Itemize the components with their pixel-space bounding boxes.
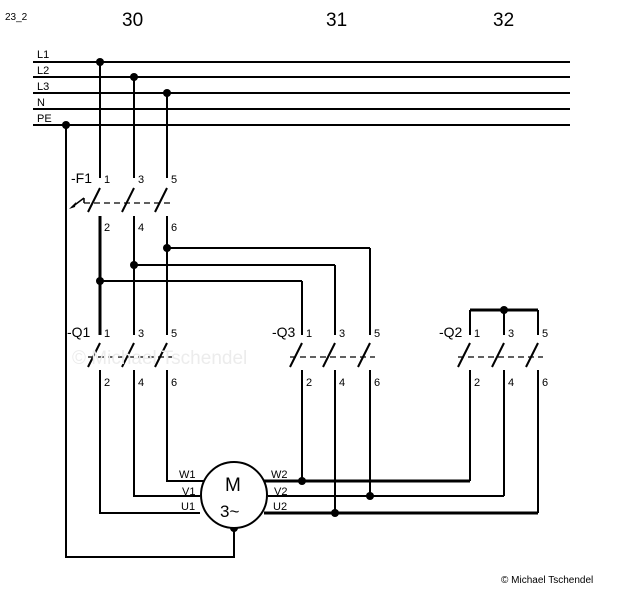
junction-dot: [96, 277, 104, 285]
terminal-label: 3: [138, 174, 144, 186]
terminal-label: 2: [104, 222, 110, 234]
motor-terminal-w2: W2: [271, 469, 288, 481]
device-q2: -Q2 1 3 5 2 4 6: [439, 306, 548, 389]
junction-dot: [298, 477, 306, 485]
terminal-label: 3: [508, 328, 514, 340]
junction-dot: [130, 261, 138, 269]
terminal-label: 4: [138, 222, 144, 234]
device-tag-f1: -F1: [71, 170, 92, 186]
terminal-label: 6: [171, 222, 177, 234]
device-q1: -Q1 1 3 5 2 4 6: [67, 324, 177, 389]
device-tag-q2: -Q2: [439, 324, 463, 340]
terminal-label: 5: [374, 328, 380, 340]
junction-dot: [96, 58, 104, 66]
terminal-label: 1: [104, 328, 110, 340]
terminal-label: 4: [138, 377, 144, 389]
terminal-label: 2: [474, 377, 480, 389]
terminal-label: 6: [374, 377, 380, 389]
rail-label-l2: L2: [37, 65, 49, 77]
column-number-30: 30: [122, 10, 143, 31]
copyright-notice: © Michael Tschendel: [501, 575, 593, 586]
supply-rails: L1 L2 L3 N PE: [33, 49, 570, 126]
terminal-label: 1: [474, 328, 480, 340]
rail-label-l1: L1: [37, 49, 49, 61]
junction-dot: [331, 509, 339, 517]
motor-terminal-u1: U1: [181, 501, 195, 513]
junction-dot: [366, 492, 374, 500]
motor-terminal-v2: V2: [274, 486, 287, 498]
terminal-label: 4: [508, 377, 514, 389]
motor-name: M: [225, 475, 241, 496]
f1-output-wiring: [96, 216, 371, 335]
watermark: © Michael Tschendel: [72, 348, 247, 369]
device-f1: -F1 1 3 5 2 4 6: [69, 170, 177, 234]
supply-taps: [96, 58, 171, 178]
device-tag-q1: -Q1: [67, 324, 91, 340]
terminal-label: 5: [171, 174, 177, 186]
terminal-label: 4: [339, 377, 345, 389]
motor-terminal-v1: V1: [182, 486, 195, 498]
terminal-label: 3: [138, 328, 144, 340]
motor-m: M 3~ W1 V1 U1 W2 V2 U2: [179, 461, 288, 529]
rail-label-pe: PE: [37, 113, 52, 125]
column-number-32: 32: [493, 10, 514, 31]
junction-dot: [62, 121, 70, 129]
terminal-label: 2: [104, 377, 110, 389]
device-tag-q3: -Q3: [272, 324, 296, 340]
motor-type: 3~: [220, 502, 239, 521]
terminal-label: 6: [542, 377, 548, 389]
rail-label-l3: L3: [37, 81, 49, 93]
terminal-label: 3: [339, 328, 345, 340]
motor-wiring: [99, 370, 539, 517]
device-q3: -Q3 1 3 5 2 4 6: [272, 324, 380, 389]
column-number-31: 31: [326, 10, 347, 31]
motor-circle: [200, 461, 268, 529]
motor-terminal-u2: U2: [273, 501, 287, 513]
junction-dot: [500, 306, 508, 314]
junction-dot: [163, 89, 171, 97]
terminal-label: 5: [542, 328, 548, 340]
terminal-label: 2: [306, 377, 312, 389]
junction-dot: [130, 73, 138, 81]
terminal-label: 1: [306, 328, 312, 340]
junction-dot: [163, 244, 171, 252]
terminal-label: 5: [171, 328, 177, 340]
terminal-label: 1: [104, 174, 110, 186]
motor-terminal-w1: W1: [179, 469, 196, 481]
terminal-label: 6: [171, 377, 177, 389]
sheet-id: 23_2: [5, 12, 28, 23]
rail-label-n: N: [37, 97, 45, 109]
